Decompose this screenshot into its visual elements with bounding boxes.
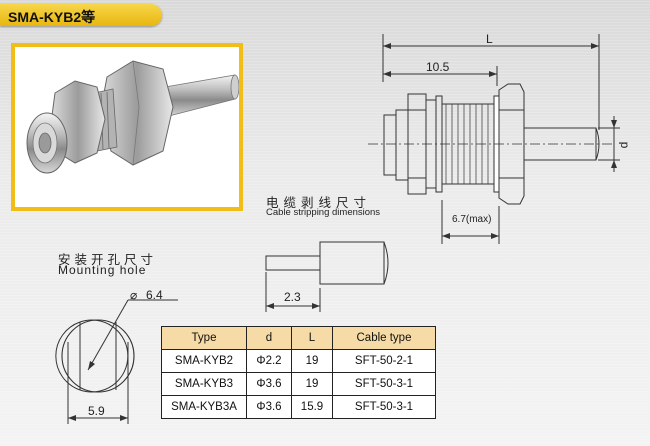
cable-center-conductor	[265, 255, 321, 271]
cell-type: SMA-KYB3A	[161, 395, 247, 419]
label-thread-dia: d	[616, 141, 631, 149]
product-photo-frame	[11, 43, 243, 211]
title-text: SMA-KYB2等	[8, 9, 96, 25]
table-row: SMA-KYB2 Φ2.2 19 SFT-50-2-1	[161, 349, 436, 373]
header-cable-type: Cable type	[332, 326, 436, 350]
phi-symbol: ⌀	[130, 288, 138, 302]
label-front-length: 10.5	[426, 60, 450, 74]
title-badge: SMA-KYB2等	[0, 4, 162, 26]
cable-jacket	[319, 241, 385, 285]
mount-title-cn: 安装开孔尺寸	[58, 253, 158, 267]
cell-d: Φ2.2	[246, 349, 292, 373]
cable-title-cn: 电缆剥线尺寸	[266, 196, 372, 210]
hole-outline	[79, 319, 129, 393]
cell-type: SMA-KYB2	[161, 349, 247, 373]
label-total-length: L	[486, 32, 493, 46]
cell-l: 19	[291, 349, 333, 373]
table-header-row: Type d L Cable type	[161, 326, 436, 350]
cell-type: SMA-KYB3	[161, 372, 247, 396]
cell-l: 15.9	[291, 395, 333, 419]
cell-l: 19	[291, 372, 333, 396]
header-type: Type	[161, 326, 247, 350]
table-row: SMA-KYB3 Φ3.6 19 SFT-50-3-1	[161, 372, 436, 396]
spec-table: Type d L Cable type SMA-KYB2 Φ2.2 19 SFT…	[161, 326, 436, 419]
label-hole-dia: 6.4	[146, 288, 163, 302]
connector-photo	[26, 60, 239, 174]
header-l: L	[291, 326, 333, 350]
label-flat-width: 5.9	[88, 404, 105, 418]
cable-title-en: Cable stripping dimensions	[266, 207, 381, 218]
cell-d: Φ3.6	[246, 372, 292, 396]
mounting-hole-circle	[61, 319, 135, 393]
cell-cable-type: SFT-50-2-1	[332, 349, 436, 373]
header-d: d	[246, 326, 292, 350]
cell-cable-type: SFT-50-3-1	[332, 395, 436, 419]
cell-cable-type: SFT-50-3-1	[332, 372, 436, 396]
label-strip-length: 2.3	[284, 290, 301, 304]
mount-title-en: Mounting hole	[58, 263, 147, 277]
label-panel-max: 6.7(max)	[452, 214, 492, 225]
hole-dia-leader	[87, 299, 129, 371]
table-row: SMA-KYB3A Φ3.6 15.9 SFT-50-3-1	[161, 395, 436, 419]
cell-d: Φ3.6	[246, 395, 292, 419]
